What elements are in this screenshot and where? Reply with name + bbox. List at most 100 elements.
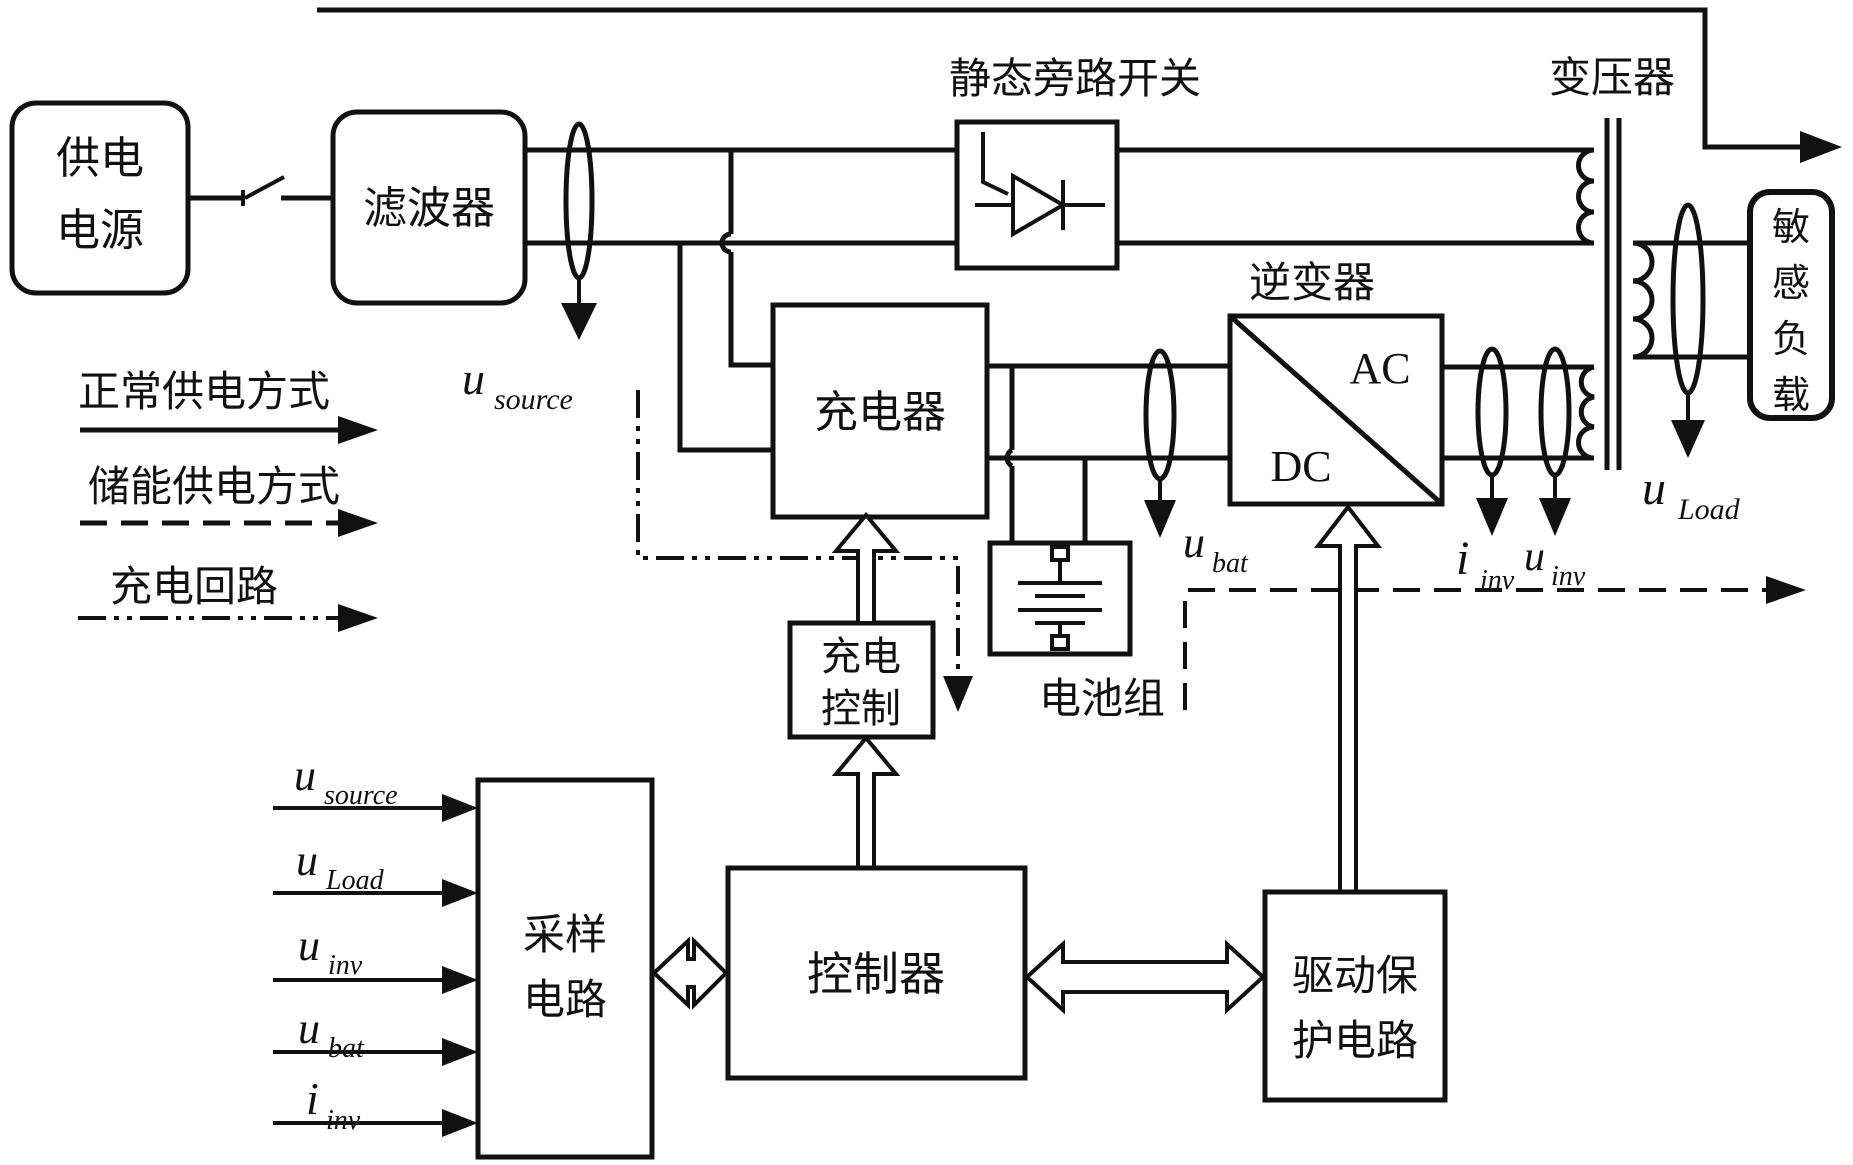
- inverter-title: 逆变器: [1249, 260, 1375, 307]
- legend-item-normal: 正常供电方式: [78, 370, 378, 444]
- u-inv-sensor-icon: [1538, 346, 1572, 536]
- sampling-input-u-source: u source: [273, 751, 478, 822]
- primary-winding-icon: [1576, 147, 1595, 246]
- sampling-input-i-inv: i inv: [273, 1073, 478, 1137]
- arrow-right-icon: [338, 604, 378, 632]
- input-u-bat-base: u: [298, 1004, 320, 1053]
- control-arrow-chargectl-to-charger: [831, 511, 901, 625]
- sampling-line2: 电路: [523, 978, 607, 1024]
- legend-item-storage: 储能供电方式: [80, 465, 378, 537]
- input-u-inv-base: u: [298, 921, 320, 970]
- arrow-right-icon: [442, 794, 478, 822]
- input-i-inv-base: i: [306, 1073, 319, 1124]
- block-controller: 控制器: [725, 865, 1028, 1081]
- charger-label: 充电器: [814, 388, 946, 437]
- thyristor-icon: [975, 132, 1105, 238]
- arrow-right-icon: [338, 416, 378, 444]
- u-bat-label-sub: bat: [1212, 548, 1249, 579]
- arrow-right-icon: [442, 1038, 478, 1066]
- legend-storage-label: 储能供电方式: [88, 465, 340, 511]
- input-u-source-base: u: [294, 751, 316, 800]
- control-arrow-controller-to-chargectl: [831, 734, 901, 870]
- u-inv-label-base: u: [1524, 534, 1545, 580]
- transformer-title: 变压器: [1549, 55, 1675, 102]
- block-filter: 滤波器: [330, 109, 528, 306]
- control-arrow-drive-to-inverter: [1313, 503, 1383, 894]
- u-source-sensor-icon: [561, 121, 597, 340]
- u-source-label-sub: source: [494, 383, 573, 416]
- block-charger: 充电器: [770, 302, 990, 520]
- mains-switch-icon: [188, 175, 333, 206]
- u-load-sensor-icon: [1670, 202, 1706, 458]
- block-drive-protection: 驱动保 护电路: [1262, 889, 1448, 1103]
- inverter-ac-label: AC: [1349, 344, 1410, 393]
- data-link-controller-drive: [1024, 939, 1266, 1015]
- arrow-right-icon: [442, 879, 478, 907]
- input-i-inv-sub: inv: [326, 1105, 361, 1136]
- input-u-bat-sub: bat: [328, 1033, 365, 1064]
- charge-control-line2: 控制: [821, 686, 901, 731]
- bypass-switch-title: 静态旁路开关: [949, 56, 1201, 103]
- battery-label: 电池组: [1039, 677, 1165, 723]
- block-battery: [987, 540, 1133, 657]
- inverter-dc-label: DC: [1270, 442, 1331, 491]
- filter-label: 滤波器: [363, 184, 495, 233]
- arrow-right-icon: [338, 509, 378, 537]
- transformer-icon: [1576, 118, 1655, 470]
- charge-control-line1: 充电: [821, 634, 901, 679]
- sampling-input-u-inv: u inv: [273, 921, 478, 994]
- arrow-right-icon: [1800, 131, 1842, 163]
- sensitive-load-c2: 感: [1772, 263, 1810, 305]
- block-charge-control: 充电 控制: [787, 620, 936, 740]
- inverter-winding-icon: [1576, 364, 1595, 461]
- input-u-load-base: u: [296, 836, 318, 885]
- u-bat-sensor-icon: [1143, 348, 1177, 538]
- legend-normal-label: 正常供电方式: [78, 370, 330, 416]
- sampling-input-u-load: u Load: [273, 836, 478, 907]
- arrow-right-icon: [442, 1109, 478, 1137]
- legend: 正常供电方式 储能供电方式 充电回路: [78, 370, 378, 632]
- arrow-right-icon: [442, 966, 478, 994]
- u-bat-label-base: u: [1183, 518, 1205, 567]
- i-inv-label-base: i: [1456, 532, 1469, 585]
- data-link-sampling-controller: [651, 936, 729, 1010]
- inverter-output-lines: [1442, 364, 1594, 461]
- storage-supply-path: [1183, 576, 1806, 710]
- arrow-down-icon: [943, 676, 973, 712]
- block-inverter: AC DC: [1227, 313, 1445, 507]
- sensitive-load-c4: 载: [1772, 375, 1810, 417]
- dc-bus-lines: [987, 363, 1230, 543]
- arrow-down-icon: [1476, 498, 1508, 536]
- block-power-source: 供电 电源: [9, 100, 191, 296]
- input-u-source-sub: source: [324, 780, 398, 811]
- sampling-line1: 采样: [523, 913, 607, 959]
- sampling-input-u-bat: u bat: [273, 1004, 478, 1066]
- input-u-inv-sub: inv: [328, 950, 363, 981]
- legend-item-charge-loop: 充电回路: [78, 565, 378, 632]
- charger-input-taps: [677, 150, 773, 453]
- ac-bus-lines: [525, 147, 1594, 246]
- arrow-right-icon: [1766, 576, 1806, 604]
- arrow-down-icon: [1144, 500, 1176, 538]
- u-load-label-base: u: [1642, 462, 1666, 515]
- legend-charge-loop-label: 充电回路: [110, 565, 278, 611]
- normal-supply-path-line: [317, 7, 1842, 163]
- drive-protection-line2: 护电路: [1292, 1019, 1418, 1065]
- power-source-label-line1: 供电: [56, 134, 144, 183]
- u-source-label-base: u: [462, 353, 485, 404]
- u-inv-label-sub: inv: [1551, 561, 1586, 592]
- inverter-diagonal: [1228, 314, 1444, 506]
- sensitive-load-c3: 负: [1772, 319, 1810, 361]
- arrow-down-icon: [1539, 498, 1571, 536]
- input-u-load-sub: Load: [325, 865, 385, 896]
- charging-loop-path: [636, 390, 973, 712]
- power-source-label-line2: 电源: [56, 206, 144, 255]
- sensitive-load-c1: 敏: [1772, 207, 1810, 249]
- block-static-bypass-switch: [954, 119, 1120, 271]
- load-lines: [1633, 240, 1750, 360]
- u-load-label-sub: Load: [1677, 493, 1741, 526]
- block-sensitive-load: 敏 感 负 载: [1747, 189, 1835, 421]
- secondary-winding-icon: [1632, 240, 1655, 360]
- arrow-down-icon: [1671, 420, 1705, 458]
